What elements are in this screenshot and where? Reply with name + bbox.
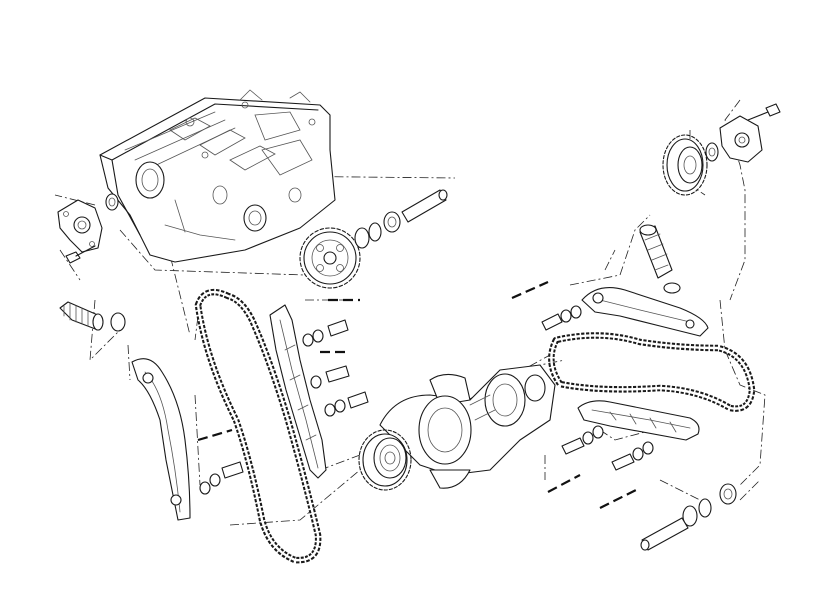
- cam-washers-right: [705, 142, 719, 162]
- crankshaft: [379, 364, 556, 489]
- left-guide-rail: [131, 358, 191, 521]
- pivot-pin-left-rail: [197, 428, 244, 495]
- right-cover: [719, 115, 763, 163]
- crank-gear: [358, 429, 412, 491]
- pivot-pin-right-upper: [511, 280, 582, 331]
- pivot-pin-right-lower-a: [547, 425, 604, 493]
- left-chain: [194, 288, 322, 564]
- cam-sprocket-right: [662, 134, 708, 196]
- cam-spacers-left: [354, 211, 401, 249]
- cam-shaft-pin-left: [401, 189, 448, 223]
- right-lower-guide-rail: [577, 400, 700, 441]
- middle-guide-rail: [269, 304, 327, 479]
- right-tensioner: [639, 224, 681, 294]
- left-tensioner: [59, 301, 126, 332]
- right-chain: [548, 332, 756, 412]
- cam-sprocket-left: [299, 227, 361, 289]
- left-bolt: [65, 245, 96, 264]
- right-bolt: [747, 103, 781, 121]
- pivot-pin-right-lower-b: [599, 441, 654, 509]
- cylinder-head: [99, 89, 336, 263]
- pivot-pin-lower: [324, 391, 369, 417]
- pivot-pin-upper: [302, 298, 360, 347]
- pivot-pin-middle: [310, 350, 350, 389]
- left-washer: [105, 193, 119, 211]
- cam-shaft-pin-right: [640, 517, 689, 551]
- left-cover: [57, 199, 103, 253]
- cam-spacers-right: [682, 483, 737, 527]
- right-upper-guide-rail: [581, 287, 709, 337]
